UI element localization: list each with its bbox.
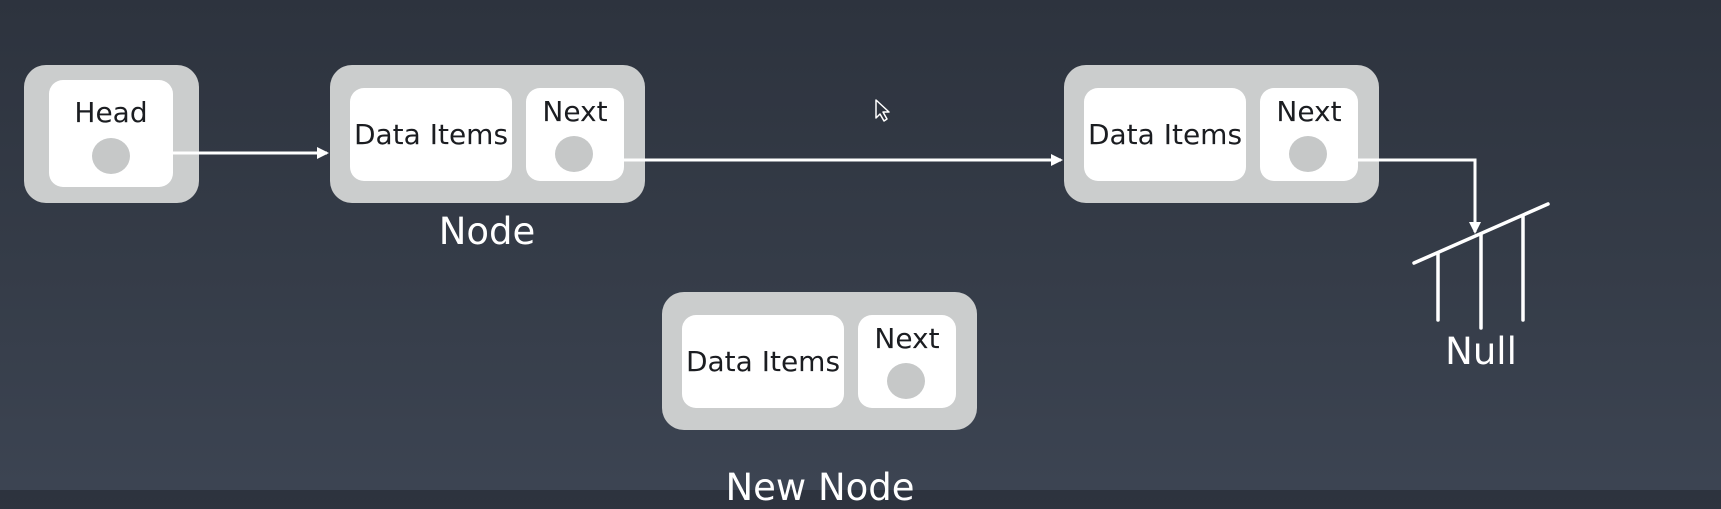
mouse-cursor-icon <box>875 99 890 122</box>
second-node-next-label: Next <box>1276 95 1342 128</box>
second-node-next-pointer-dot <box>1289 136 1327 172</box>
second-node-next-cell: Next <box>1260 88 1358 181</box>
new-node-next-pointer-dot <box>887 363 925 399</box>
null-ground-icon <box>1412 202 1550 330</box>
second-node-data-label: Data Items <box>1087 118 1243 151</box>
node-box: Data Items Next <box>330 65 645 203</box>
new-node-data-label: Data Items <box>685 345 841 378</box>
node-next-label: Next <box>542 95 608 128</box>
new-node-data-cell: Data Items <box>682 315 844 408</box>
node-data-label: Data Items <box>353 118 509 151</box>
pointer-arrows <box>317 99 1550 330</box>
head-cell: Head <box>49 80 173 187</box>
node-next-cell: Next <box>526 88 624 181</box>
head-label: Head <box>74 96 148 129</box>
head-box: Head <box>24 65 199 203</box>
second-node-box: Data Items Next <box>1064 65 1379 203</box>
new-node-box: Data Items Next <box>662 292 977 430</box>
null-label: Null <box>1445 330 1517 373</box>
node-caption: Node <box>438 210 536 253</box>
new-node-next-label: Next <box>874 322 940 355</box>
second-node-to-null-arrow <box>1358 158 1481 234</box>
node-next-pointer-dot <box>555 136 593 172</box>
node-data-cell: Data Items <box>350 88 512 181</box>
head-pointer-dot <box>92 138 130 174</box>
new-node-next-cell: Next <box>858 315 956 408</box>
second-node-data-cell: Data Items <box>1084 88 1246 181</box>
